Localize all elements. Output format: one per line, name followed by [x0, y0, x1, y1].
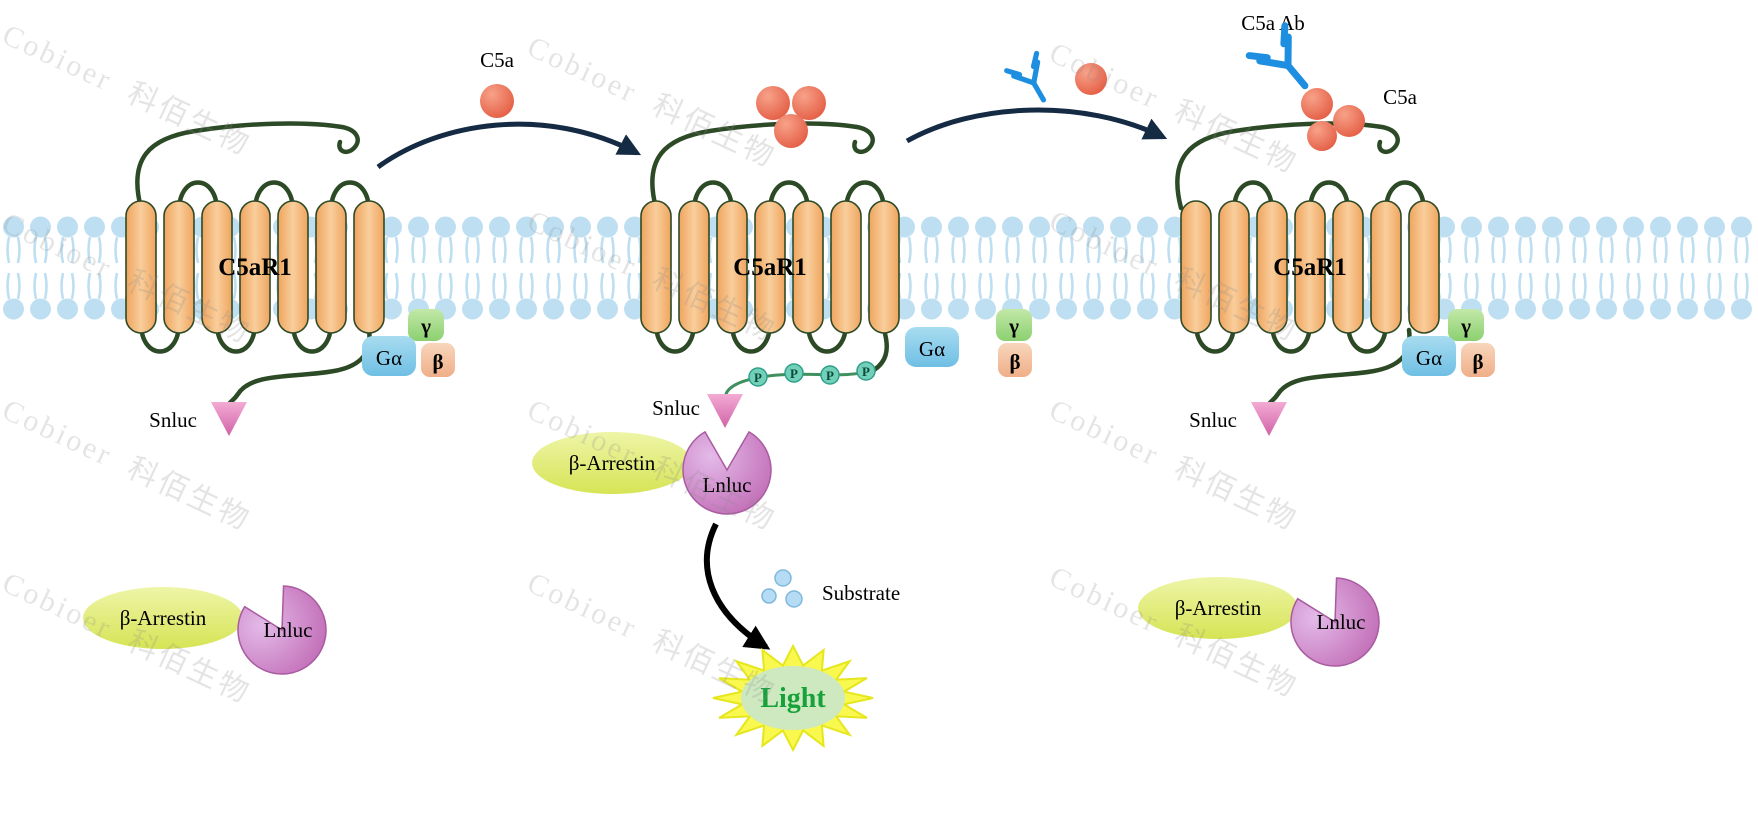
- g-beta-label: β: [1009, 350, 1020, 374]
- g-beta-label: β: [432, 350, 443, 374]
- c-terminus: [871, 327, 889, 373]
- receptor-name: C5aR1: [218, 254, 292, 281]
- phospho-site: [820, 365, 840, 385]
- inhibition-step: [905, 53, 1168, 144]
- g-gamma-label: γ: [420, 314, 431, 338]
- c5a-ligand: [1075, 63, 1107, 95]
- panel-inactive-receptor: C5aR1 γ β Gα Snluc β-Arrestin Lnluc: [83, 121, 455, 691]
- substrate-dot: [774, 569, 792, 587]
- c5a-ligand: [1307, 121, 1337, 151]
- c5a-ligand: [756, 86, 790, 120]
- activation-arrow: [376, 121, 642, 170]
- snluc-tag: [1251, 402, 1287, 436]
- lnluc-label: Lnluc: [264, 618, 313, 642]
- light-label: Light: [760, 683, 826, 714]
- panel-activated-receptor: C5aR1 P P P P Gα γ β Snluc β-Arrestin Ln…: [532, 86, 1032, 753]
- beta-arrestin: [532, 432, 692, 494]
- c5a-ligand: [480, 84, 514, 118]
- g-beta-subunit: [998, 343, 1032, 377]
- phospho-label: P: [754, 370, 762, 385]
- lnluc-label: Lnluc: [703, 473, 752, 497]
- n-terminus: [650, 121, 875, 211]
- c5a-ligand: [774, 114, 808, 148]
- c5a-ligand: [1333, 105, 1365, 137]
- light-inner-glow: [741, 666, 845, 730]
- phospho-site: [748, 367, 768, 387]
- beta-arrestin-label: β-Arrestin: [569, 451, 656, 475]
- snluc-label: Snluc: [149, 408, 197, 432]
- g-beta-label: β: [1472, 350, 1483, 374]
- beta-arrestin: [83, 587, 243, 649]
- c5a-ligand: [1301, 88, 1333, 120]
- g-beta-subunit: [421, 343, 455, 377]
- g-gamma-subunit: [996, 309, 1032, 341]
- beta-arrestin-label: β-Arrestin: [120, 606, 207, 630]
- inhibition-arrow: [905, 107, 1168, 144]
- phospho-label: P: [862, 364, 870, 379]
- g-gamma-subunit: [1448, 309, 1484, 341]
- g-alpha-subunit: [362, 336, 416, 376]
- substrate-dot: [785, 590, 803, 608]
- phosphorylation-sites: P P P P: [748, 361, 876, 387]
- activation-step: C5a: [376, 48, 642, 170]
- g-alpha-subunit: [1402, 336, 1456, 376]
- substrate-label: Substrate: [822, 581, 900, 605]
- g-beta-subunit: [1461, 343, 1495, 377]
- receptor-name: C5aR1: [1273, 254, 1347, 281]
- c5a-label: C5a: [1383, 85, 1418, 109]
- c-terminus: [1266, 327, 1412, 407]
- snluc-label: Snluc: [652, 396, 700, 420]
- lnluc-label: Lnluc: [1317, 610, 1366, 634]
- c5a-ligand: [792, 86, 826, 120]
- g-gamma-label: γ: [1008, 314, 1019, 338]
- g-alpha-label: Gα: [376, 346, 402, 370]
- c5a-ab-label: C5a Ab: [1241, 11, 1305, 35]
- substrate-dot: [761, 588, 777, 604]
- g-alpha-label: Gα: [919, 337, 945, 361]
- g-gamma-subunit: [408, 309, 444, 341]
- g-alpha-subunit: [905, 327, 959, 367]
- phospho-label: P: [790, 366, 798, 381]
- beta-arrestin-label: β-Arrestin: [1175, 596, 1262, 620]
- snluc-tag: [707, 394, 743, 428]
- n-terminus: [135, 121, 360, 211]
- panel-blocked-receptor: C5aR1 C5a Ab C5a γ β Gα Snluc β-Arrestin…: [1138, 11, 1495, 683]
- snluc-label: Snluc: [1189, 408, 1237, 432]
- receptor-name: C5aR1: [733, 254, 807, 281]
- c5a-label: C5a: [480, 48, 515, 72]
- phospho-site: [856, 361, 876, 381]
- n-terminus: [1175, 121, 1400, 211]
- beta-arrestin: [1138, 577, 1298, 639]
- phospho-label: P: [826, 368, 834, 383]
- g-alpha-label: Gα: [1416, 346, 1442, 370]
- snluc-tag: [211, 402, 247, 436]
- g-gamma-label: γ: [1460, 314, 1471, 338]
- reaction-arrow: [703, 522, 771, 650]
- c5a-antibody-icon: [1007, 53, 1059, 108]
- phospho-site: [784, 363, 804, 383]
